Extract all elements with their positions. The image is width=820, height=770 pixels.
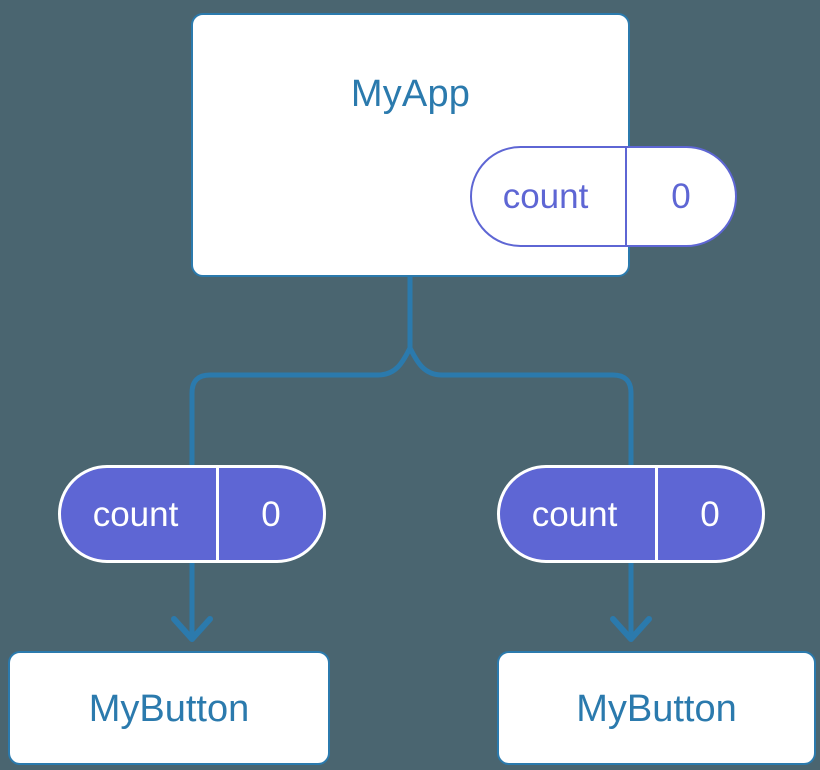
component-name-right-child: MyButton [576, 688, 737, 730]
prop-key-right: count [531, 494, 618, 534]
arrow-left-head-icon [171, 616, 213, 642]
prop-value-right: 0 [655, 468, 762, 560]
state-pill-root[interactable]: count 0 [470, 146, 737, 247]
connector-branch-right [407, 346, 634, 465]
prop-key-left: count [92, 494, 179, 534]
component-card-root[interactable]: MyApp count 0 [191, 13, 737, 277]
prop-pill-left[interactable]: count 0 [58, 465, 326, 563]
connector-branch-left [189, 346, 413, 465]
prop-value-left: 0 [216, 468, 323, 560]
state-value-root: 0 [625, 148, 735, 245]
arrow-right-head-icon [610, 616, 652, 642]
component-name-root: MyApp [350, 73, 471, 115]
prop-pill-right[interactable]: count 0 [497, 465, 765, 563]
state-key-root: count [502, 177, 589, 216]
component-card-right-child[interactable]: MyButton [497, 651, 816, 765]
component-card-left-child[interactable]: MyButton [8, 651, 330, 765]
component-name-left-child: MyButton [88, 688, 250, 730]
